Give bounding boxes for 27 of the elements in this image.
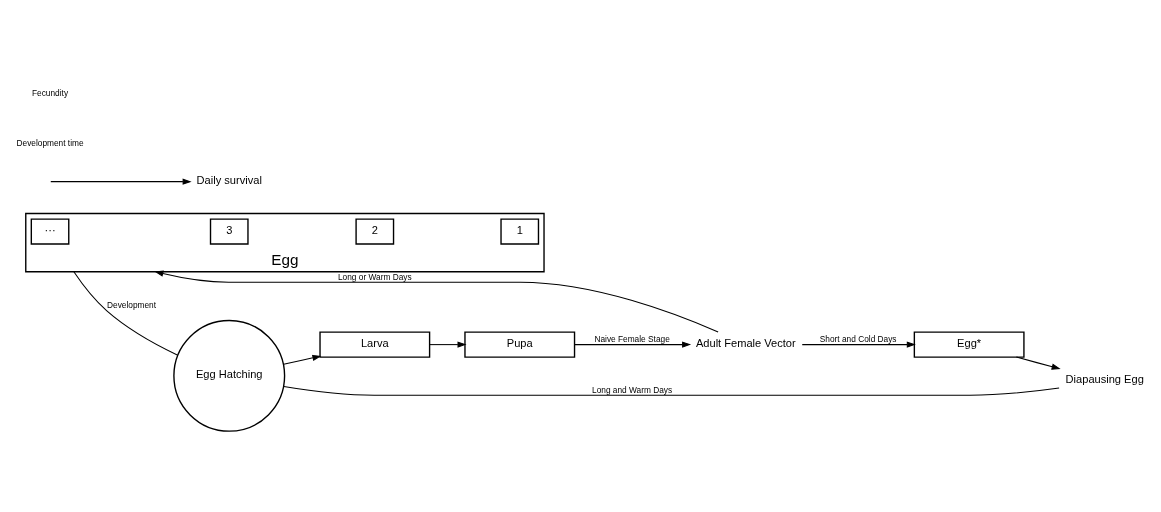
arrow <box>1015 356 1061 370</box>
node-text: Daily survival <box>196 173 262 186</box>
edge-label: Long or Warm Days <box>338 271 412 282</box>
arrow <box>50 177 192 185</box>
arrow <box>801 340 916 348</box>
node-box: Egg* <box>913 330 1025 358</box>
node-circle: Egg Hatching <box>173 319 286 432</box>
node-text: Diapausing Egg <box>1065 372 1144 385</box>
node-box: 3 <box>209 217 249 245</box>
edge-label: Naive Female Stage <box>594 333 670 344</box>
label: Fecundity <box>32 87 69 98</box>
node-text: Adult Female Vector <box>695 336 796 349</box>
arrow <box>429 340 467 348</box>
arrow <box>574 340 692 348</box>
node-box: Pupa <box>464 330 576 358</box>
arrow <box>154 270 719 332</box>
node-box: 2 <box>355 217 395 245</box>
label: Development time <box>16 137 84 148</box>
node-box: 1 <box>500 217 540 245</box>
connector <box>73 270 179 356</box>
edge-label: Long and Warm Days <box>592 384 673 395</box>
connector <box>283 385 1060 396</box>
arrow <box>283 354 322 365</box>
edge-label: Short and Cold Days <box>819 333 897 344</box>
edge-label: Development <box>107 299 157 310</box>
node-box: Larva <box>319 330 431 358</box>
node-box: ··· <box>30 217 70 245</box>
